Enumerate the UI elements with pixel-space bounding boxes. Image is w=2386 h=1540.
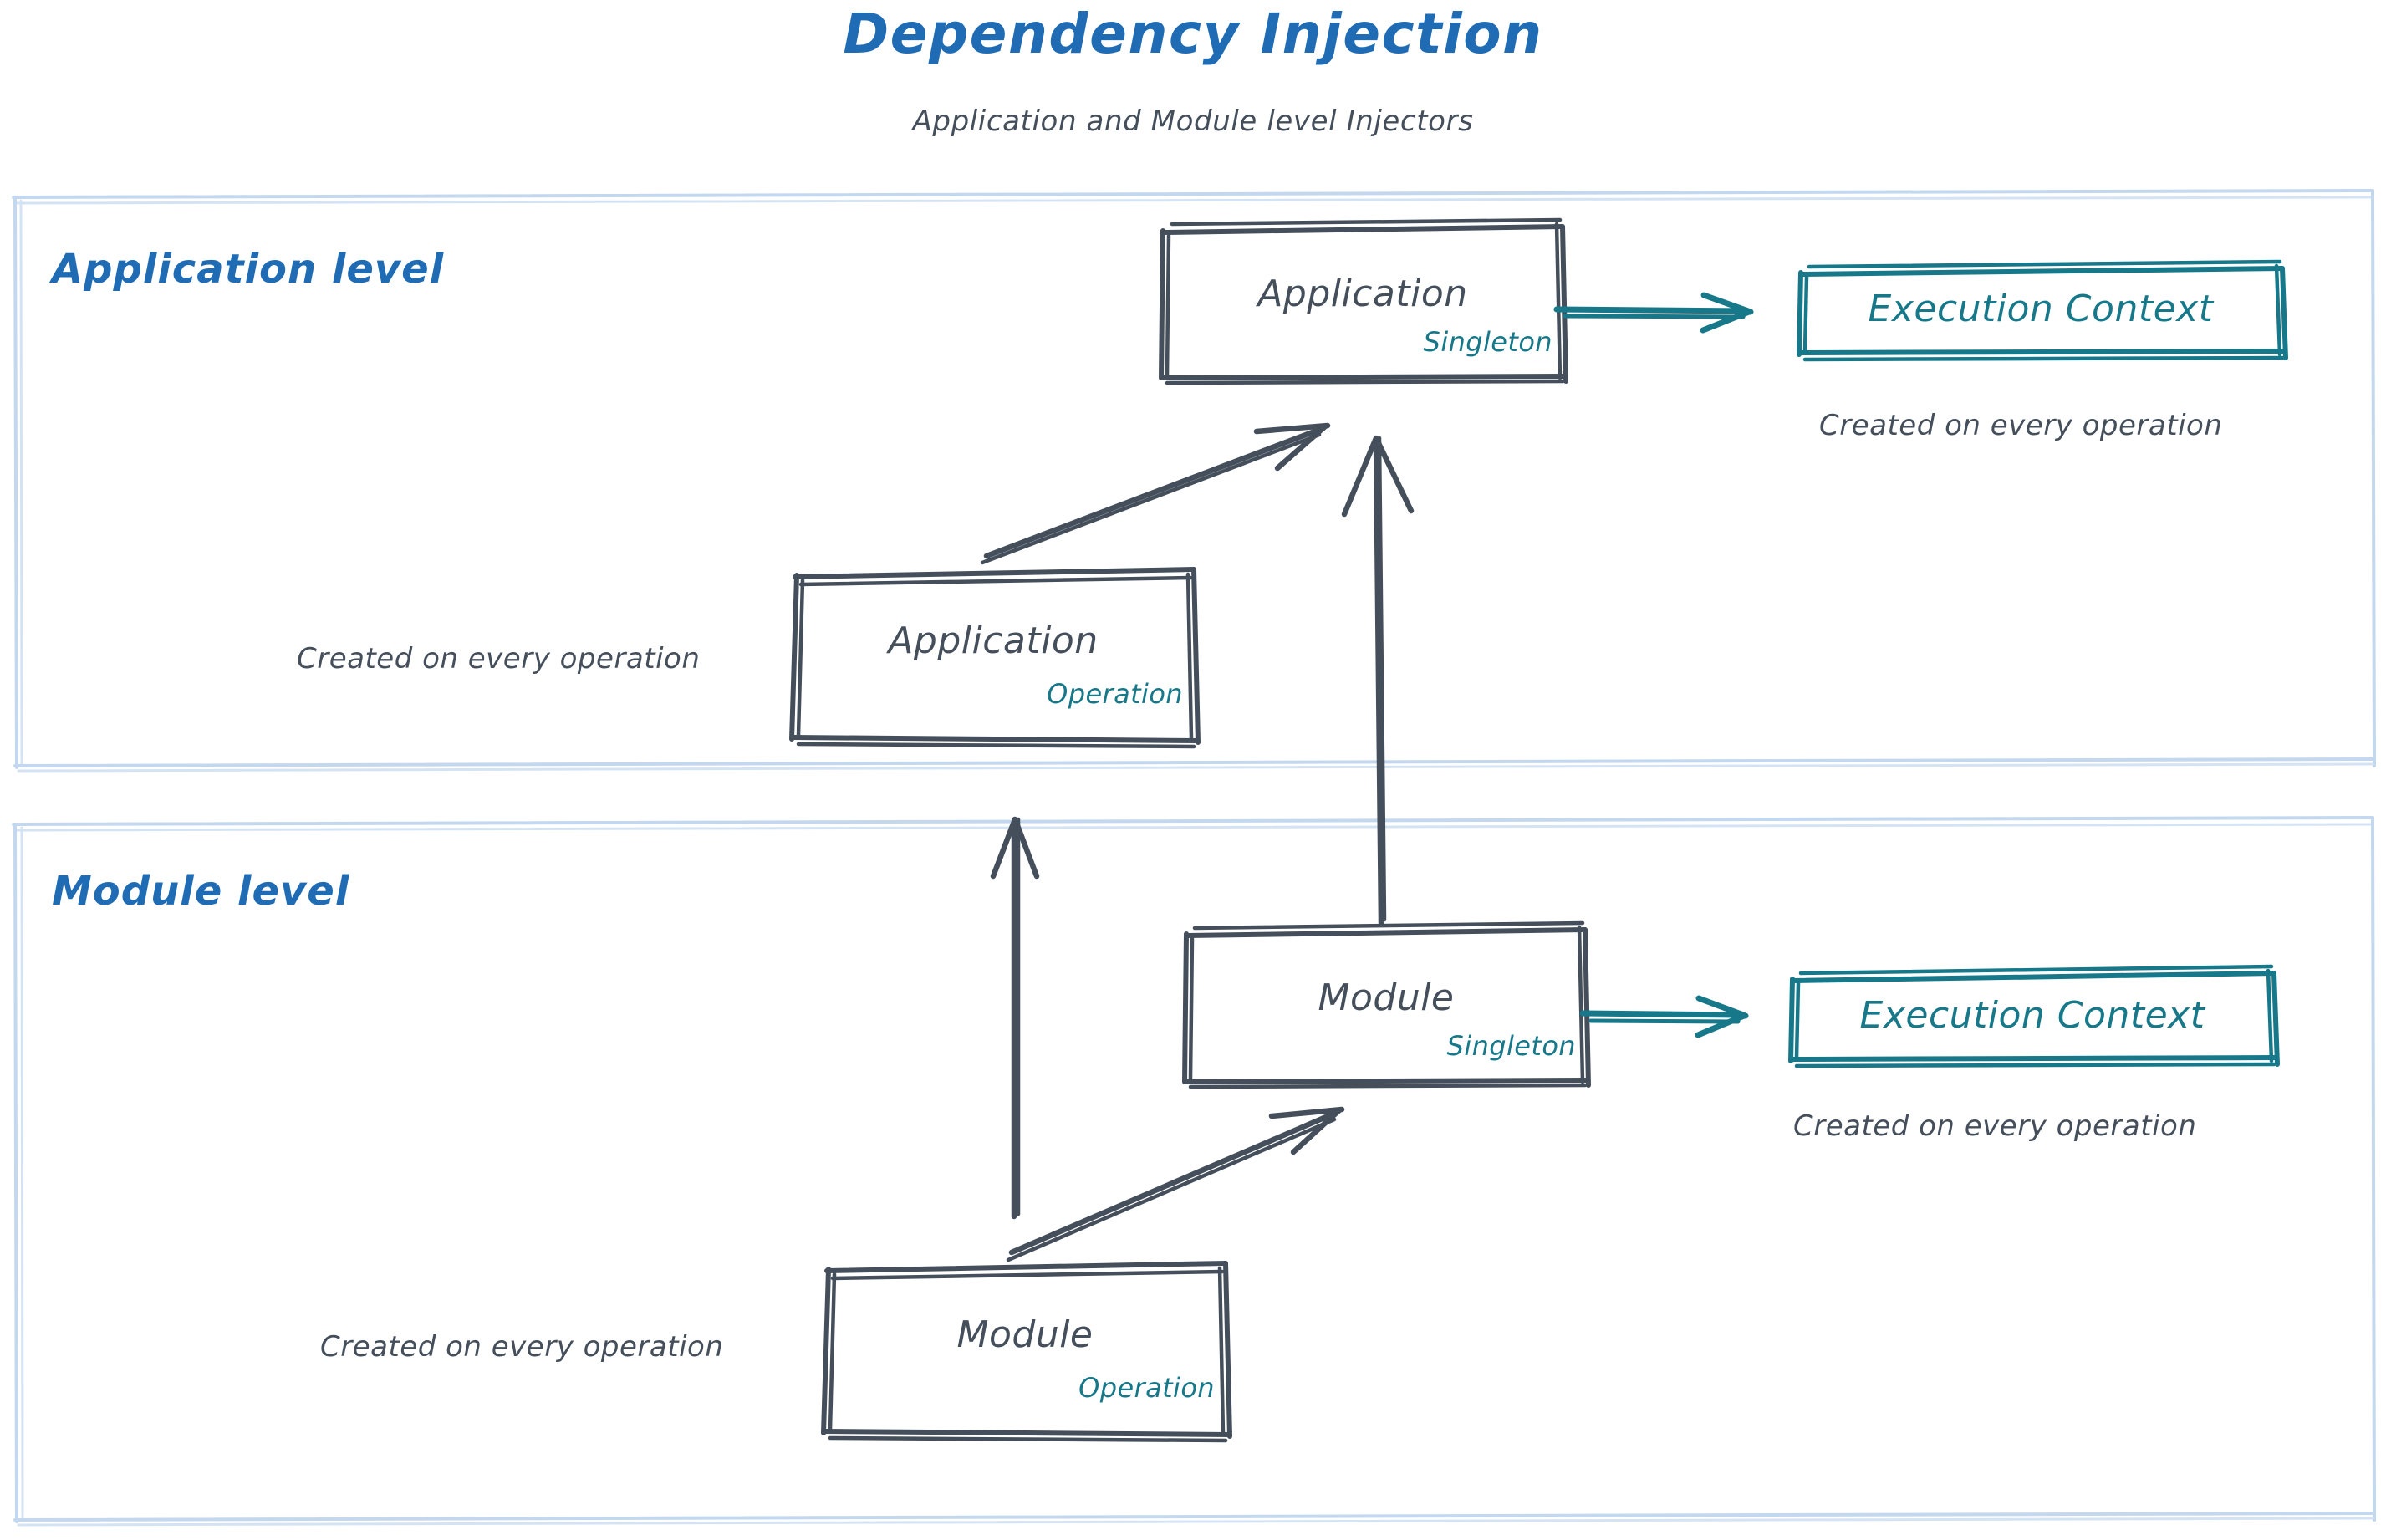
node-scope-badge: Operation <box>1078 1372 1215 1404</box>
node-title: Execution Context <box>1859 994 2205 1037</box>
page-subtitle: Application and Module level Injectors <box>912 105 1474 138</box>
edge-module-operation-to-application-operation <box>990 816 1040 1220</box>
node-scope-badge: Singleton <box>1423 326 1552 358</box>
edge-application-operation-to-application-singleton <box>980 422 1331 565</box>
caption-application-operation: Created on every operation <box>297 642 701 676</box>
node-title: Application <box>888 620 1099 662</box>
edge-module-singleton-to-execution-context <box>1579 995 1749 1038</box>
node-application-operation[interactable]: Application Operation <box>792 571 1195 738</box>
edge-module-singleton-to-application-singleton <box>1341 435 1415 926</box>
node-execution-context-module[interactable]: Execution Context <box>1791 972 2274 1059</box>
caption-module-operation: Created on every operation <box>320 1330 724 1364</box>
page-title: Dependency Injection <box>843 2 1543 66</box>
edge-module-operation-to-module-singleton <box>1006 1106 1345 1262</box>
node-module-operation[interactable]: Module Operation <box>823 1265 1226 1432</box>
node-application-singleton[interactable]: Application Singleton <box>1161 224 1564 380</box>
caption-application-execution-context: Created on every operation <box>1819 409 2223 442</box>
lane-label-module-level: Module level <box>52 868 350 915</box>
edge-application-singleton-to-execution-context <box>1553 292 1754 334</box>
node-title: Module <box>956 1313 1094 1356</box>
node-title: Execution Context <box>1868 288 2214 330</box>
node-title: Application <box>1257 273 1468 315</box>
node-scope-badge: Operation <box>1047 678 1183 710</box>
node-execution-context-application[interactable]: Execution Context <box>1799 266 2282 353</box>
node-module-singleton[interactable]: Module Singleton <box>1185 928 1588 1084</box>
caption-module-execution-context: Created on every operation <box>1793 1109 2197 1143</box>
node-scope-badge: Singleton <box>1446 1030 1576 1062</box>
node-title: Module <box>1318 977 1455 1019</box>
lane-label-application-level: Application level <box>52 246 445 293</box>
